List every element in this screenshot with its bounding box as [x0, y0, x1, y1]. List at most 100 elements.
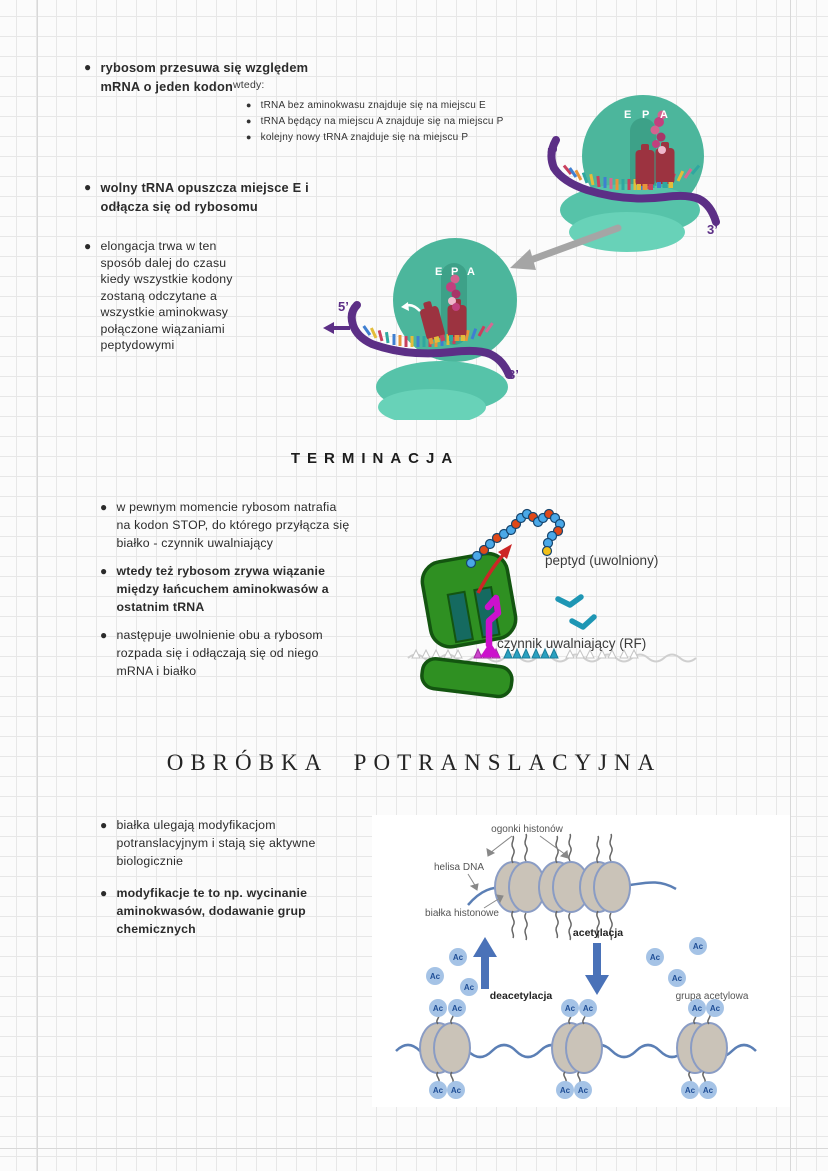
bullet-dot: ● [100, 500, 108, 514]
deacetylation-label: deacetylacja [490, 990, 553, 1002]
small-subunit-lobe [569, 212, 685, 252]
ac-badge: Ac [685, 1086, 696, 1095]
sub-bullet-text: kolejny nowy tRNA znajduje się na miejsc… [260, 132, 469, 143]
bullet-dot: ● [246, 116, 252, 126]
peptide-chain [446, 274, 461, 311]
bullet-dot: ● [100, 818, 108, 832]
acetyl-group-label: grupa acetylowa [676, 991, 749, 1002]
bullet-release: ● następuje uwolnienie obu a rybosom roz… [100, 626, 350, 680]
histone-tails-label: ogonki histonów [491, 824, 563, 835]
bullet-modifications: ● białka ulegają modyfikacjom potranslac… [100, 816, 345, 870]
five-prime-label: 5’ [547, 145, 558, 160]
bullet-bond-break: ● wtedy też rybosom zrywa wiązanie międz… [100, 562, 350, 616]
release-factor [480, 594, 502, 657]
ac-badge: Ac [452, 1004, 463, 1013]
three-prime-label: 3’ [707, 222, 718, 237]
histone-figure: Ac Ac Ac Ac Ac Ac Ac Ac Ac Ac Ac Ac Ac A… [395, 824, 757, 1099]
ac-badge: Ac [433, 1086, 444, 1095]
shift-arrow-head [401, 302, 409, 311]
sub-bullet: ● kolejny nowy tRNA znajduje się na miej… [246, 130, 566, 145]
ac-badge: Ac [578, 1086, 589, 1095]
bullet-text: elongacja trwa w ten sposób dalej do cza… [100, 239, 233, 352]
bullet-dot: ● [100, 564, 108, 578]
posttranslational-heading: OBRÓBKA POTRANSLACYJNA [166, 750, 662, 775]
wtedy-label: wtedy: [233, 79, 265, 91]
released-peptide-chain [465, 508, 566, 569]
site-label-p: P [451, 266, 458, 278]
ac-badge: Ac [451, 1086, 462, 1095]
ac-badge: Ac [693, 942, 704, 951]
site-label-a: A [660, 109, 668, 121]
acetyl-groups: Ac Ac Ac Ac Ac Ac Ac Ac Ac Ac Ac Ac Ac A… [426, 937, 724, 1099]
bullet-modification-examples: ● modyfikacje te to np. wycinanie aminok… [100, 884, 345, 938]
ac-badge: Ac [565, 1004, 576, 1013]
peptide-chain [650, 110, 667, 154]
bullet-dot: ● [246, 132, 252, 142]
label-pointer-lines [467, 835, 569, 909]
acetylation-label: acetylacja [573, 927, 623, 939]
process-arrows [473, 937, 609, 995]
site-label-p: P [642, 109, 649, 121]
histone-figure-panel: Ac Ac Ac Ac Ac Ac Ac Ac Ac Ac Ac Ac Ac A… [372, 815, 790, 1107]
trna-a-site [655, 142, 675, 188]
bullet-text: wtedy też rybosom zrywa wiązanie między … [116, 564, 329, 614]
site-label-e: E [624, 109, 631, 121]
trna-e-site [420, 301, 446, 345]
release-arrow-icon [476, 544, 512, 594]
release-factor-label: czynnik uwalniający (RF) [497, 636, 646, 651]
bullet-dot: ● [84, 180, 92, 194]
bullet-ribosome-moves: ● rybosom przesuwa się względem mRNA o j… [84, 58, 314, 96]
bullet-dot: ● [100, 886, 108, 900]
ribosome-diagram-2: E P A 5’ 3’ [323, 238, 519, 420]
bullet-dot: ● [84, 239, 92, 253]
bullet-text: modyfikacje te to np. wycinanie aminokwa… [116, 886, 308, 936]
histone-tails [511, 833, 613, 941]
dna-helix-label: helisa DNA [434, 862, 484, 873]
histone-proteins-label: białka histonowe [425, 908, 499, 919]
mrna-direction-arrow-head [323, 322, 334, 334]
ac-badge: Ac [464, 983, 475, 992]
free-trnas [555, 594, 597, 630]
posttranslational-bullets: ● białka ulegają modyfikacjom potranslac… [100, 816, 345, 938]
bullet-text: rybosom przesuwa się względem mRNA o jed… [100, 60, 309, 94]
page-bottom-line [0, 1148, 828, 1149]
bullet-text: wolny tRNA opuszcza miejsce E i odłącza … [100, 180, 309, 214]
ac-badge: Ac [433, 1004, 444, 1013]
ac-badge: Ac [453, 953, 464, 962]
bullet-text: białka ulegają modyfikacjom potranslacyj… [116, 818, 316, 868]
bullet-dot: ● [246, 100, 252, 110]
sub-bullet-text: tRNA będący na miejscu A znajduje się na… [260, 116, 504, 127]
ac-badge: Ac [703, 1086, 714, 1095]
wtedy-sub-bullets: ● tRNA bez aminokwasu znajduje się na mi… [246, 98, 566, 145]
five-prime-label: 5’ [338, 299, 349, 314]
acetylation-arrow-icon [585, 943, 609, 995]
nucleosome-row-bottom [419, 1022, 728, 1074]
ribosome-diagram-1: E P A 5’ 3’ [547, 95, 720, 252]
bullet-trna-leaves: ● wolny tRNA opuszcza miejsce E i odłącz… [84, 178, 354, 216]
deacetylation-arrow-icon [473, 937, 497, 989]
small-subunit [420, 656, 514, 699]
nucleosome-row-top [494, 861, 631, 913]
bullet-text: następuje uwolnienie obu a rybosom rozpa… [116, 628, 323, 678]
bullet-dot: ● [84, 60, 92, 74]
site-label-e: E [435, 266, 442, 278]
small-subunit-lobe [378, 389, 486, 420]
bullet-stop-codon: ● w pewnym momencie rybosom natrafia na … [100, 498, 350, 552]
ac-badge: Ac [430, 972, 441, 981]
peptide-label: peptyd (uwolniony) [545, 553, 658, 568]
sub-bullet: ● tRNA będący na miejscu A znajduje się … [246, 114, 566, 129]
ac-badge: Ac [583, 1004, 594, 1013]
termination-bullets: ● w pewnym momencie rybosom natrafia na … [100, 498, 350, 680]
transition-arrow-icon [510, 224, 622, 270]
mrna-codon-teeth [411, 647, 639, 659]
trna-p-site [635, 144, 655, 190]
mrna-strand [547, 136, 720, 226]
site-label-a: A [467, 266, 475, 278]
ac-badge: Ac [692, 1004, 703, 1013]
termination-heading: TERMINACJA [290, 450, 460, 467]
ac-badge: Ac [710, 1004, 721, 1013]
bullet-dot: ● [100, 628, 108, 642]
sub-bullet-text: tRNA bez aminokwasu znajduje się na miej… [260, 100, 486, 111]
termination-figure: peptyd (uwolniony) czynnik uwalniający (… [407, 508, 697, 699]
